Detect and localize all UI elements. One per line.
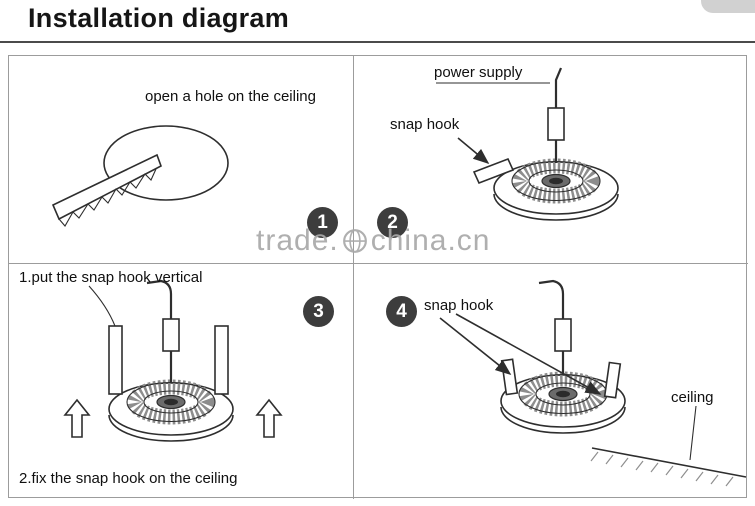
fixture-with-hook-illustration bbox=[436, 67, 748, 263]
snap-hook-label: snap hook bbox=[390, 116, 460, 133]
step-1-caption: open a hole on the ceiling bbox=[145, 88, 316, 105]
watermark: trade. china.cn bbox=[256, 224, 490, 258]
snap-hook-arrow bbox=[457, 137, 490, 165]
step-3-instruction-1: 1.put the snap hook vertical bbox=[19, 269, 203, 286]
watermark-left-text: trade. bbox=[256, 224, 339, 257]
wire-connector bbox=[554, 318, 572, 352]
power-supply-label: power supply bbox=[434, 64, 523, 81]
watermark-right-text: china.cn bbox=[370, 224, 491, 257]
left-snap-hook bbox=[108, 325, 123, 395]
step-2-number-badge: 2 bbox=[377, 207, 408, 238]
up-arrow-icon bbox=[64, 399, 90, 438]
step-3-instruction-2: 2.fix the snap hook on the ceiling bbox=[19, 470, 238, 487]
ceiling-hole-ellipse bbox=[103, 125, 229, 201]
installed-fixture-illustration bbox=[439, 279, 747, 487]
step-1-panel: open a hole on the ceiling bbox=[9, 56, 353, 263]
wire-connector bbox=[162, 318, 180, 352]
right-snap-hook bbox=[603, 361, 622, 399]
horizontal-divider bbox=[9, 263, 748, 264]
snap-hook-clip bbox=[472, 157, 515, 185]
power-wire-top bbox=[538, 279, 565, 319]
step-3-number-badge: 3 bbox=[303, 296, 334, 327]
diagram-grid: open a hole on the ceiling power supply … bbox=[8, 55, 748, 499]
vertical-hooks-illustration bbox=[64, 279, 282, 499]
hole-cutting-illustration bbox=[51, 125, 229, 227]
step-1-number-badge: 1 bbox=[307, 207, 338, 238]
globe-icon bbox=[342, 229, 367, 253]
ceiling-label: ceiling bbox=[671, 389, 714, 406]
snap-hook-label: snap hook bbox=[424, 297, 494, 314]
snap-hook-arrow bbox=[439, 317, 512, 375]
up-arrow-icon bbox=[256, 399, 282, 438]
wire-connector bbox=[547, 107, 565, 141]
title-divider bbox=[0, 41, 755, 43]
left-snap-hook bbox=[500, 358, 519, 396]
vertical-divider bbox=[353, 56, 354, 499]
step-2-panel: power supply snap hook bbox=[354, 56, 748, 263]
power-wire-top bbox=[554, 67, 563, 108]
right-snap-hook bbox=[214, 325, 229, 395]
step-3-panel: 1.put the snap hook vertical 2.fix the s… bbox=[9, 264, 353, 499]
scan-artifact bbox=[701, 0, 755, 13]
caption-leader-line bbox=[88, 285, 116, 327]
ceiling-leader-line bbox=[689, 405, 697, 461]
ceiling-line bbox=[591, 447, 747, 478]
ceiling-hatch bbox=[590, 451, 734, 487]
step-4-number-badge: 4 bbox=[386, 296, 417, 327]
step-4-panel: snap hook ceiling bbox=[354, 264, 748, 499]
page-title: Installation diagram bbox=[28, 3, 290, 33]
power-wire-top bbox=[146, 279, 173, 319]
saw-icon bbox=[51, 153, 162, 227]
snap-hook-arrow bbox=[455, 313, 602, 395]
